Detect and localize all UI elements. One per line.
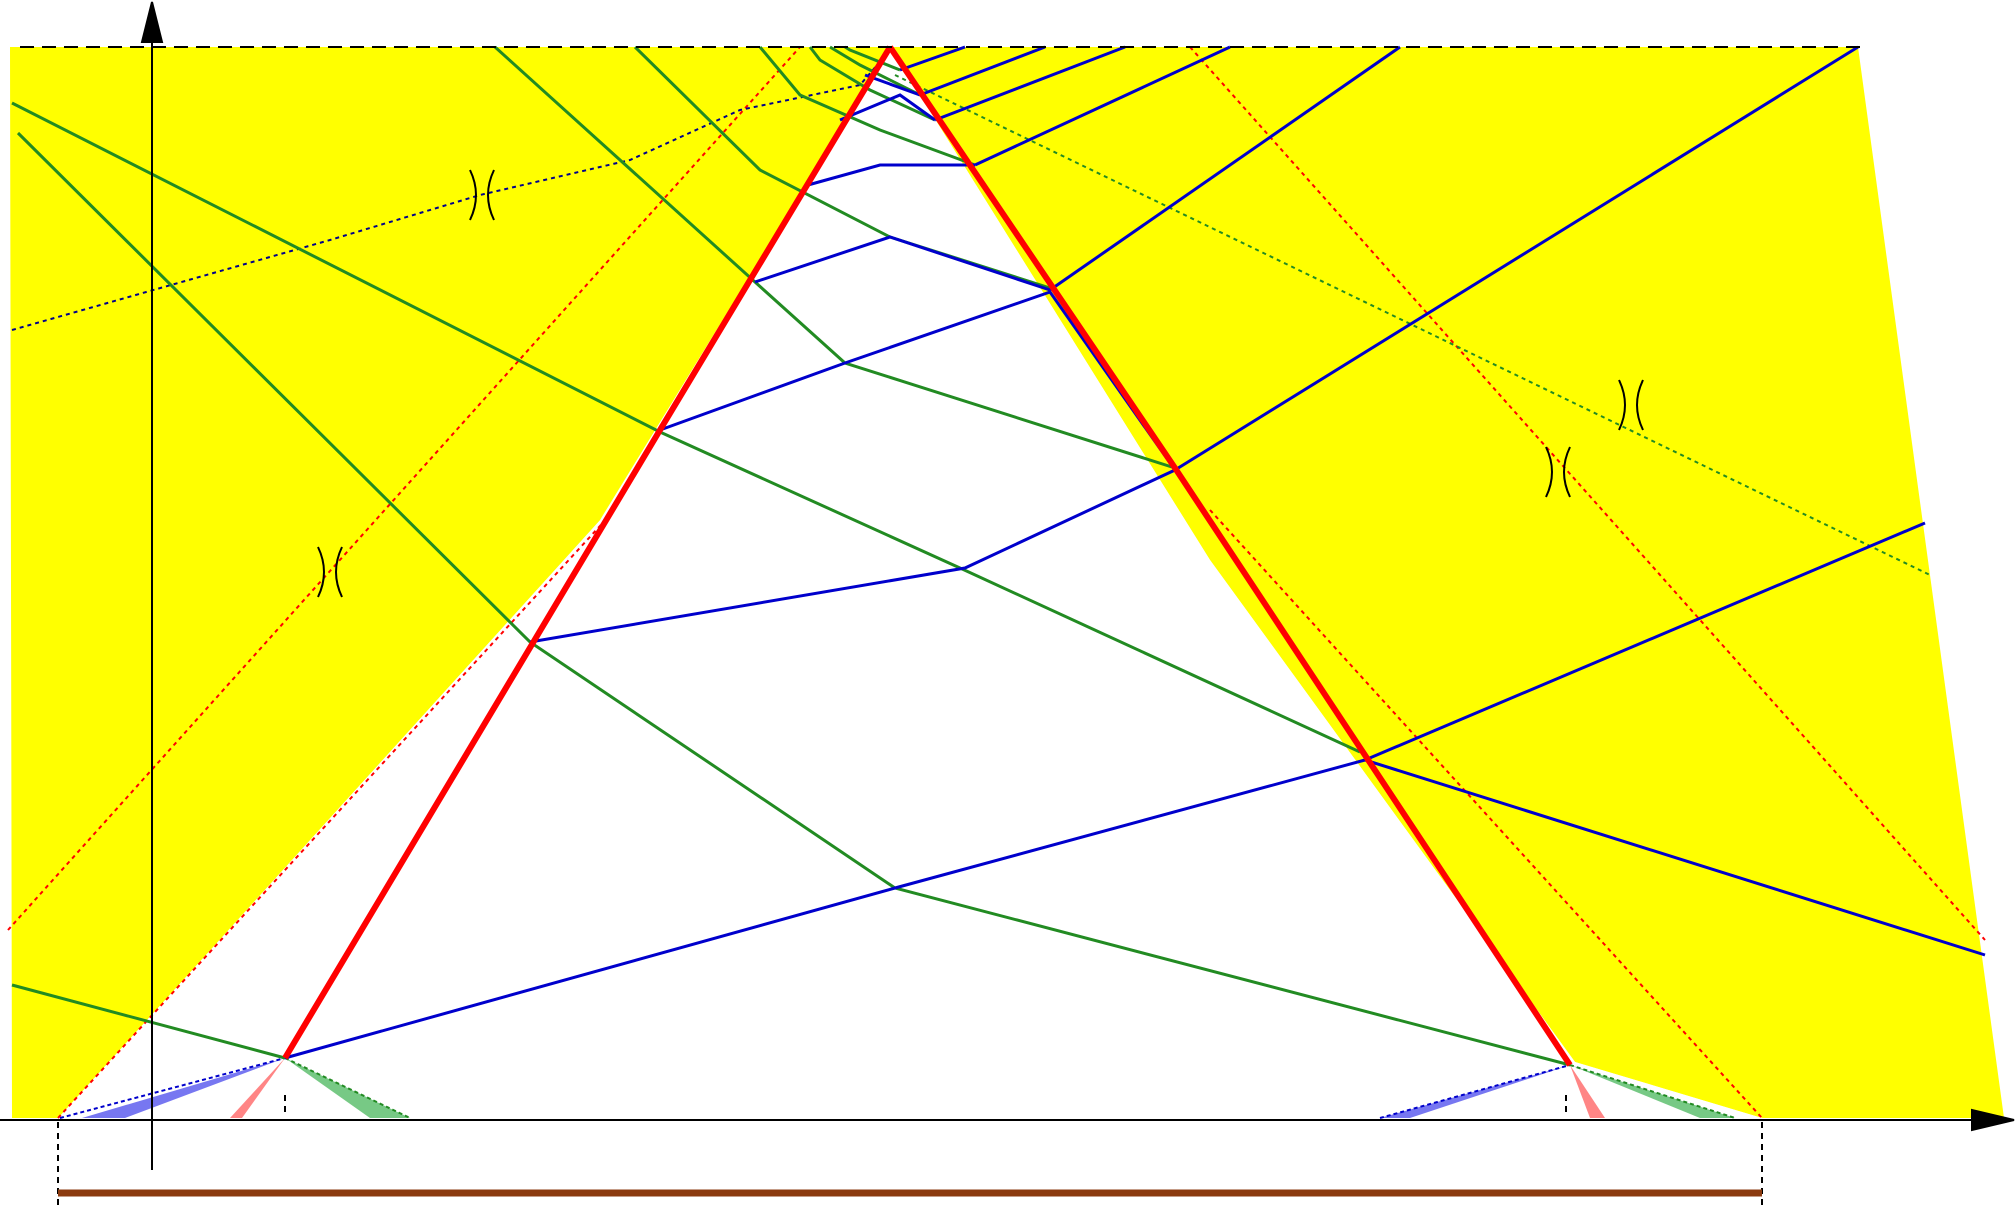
blue-line-6 [754,235,1051,292]
shock-right [887,45,1573,1067]
blue-fan-left [82,1058,285,1118]
central-white-wedge [58,47,1762,1118]
fan-edge-right-green [1569,1064,1736,1119]
cross-lower-left [317,546,343,598]
fan-edge-right-blue [1379,1064,1571,1119]
dotted-red-left-inner [57,514,611,1119]
green-line-3 [11,101,1361,754]
cross-right-upper [1618,379,1644,431]
green-line-8 [829,45,921,97]
green-fan-left [285,1058,410,1118]
t-axis-arrowhead [140,1,164,43]
blue-line-14 [899,45,966,72]
dotted-lines [7,46,1986,1119]
green-line-7 [808,46,936,122]
cross-upper-left [469,169,495,221]
blue-line-1 [284,758,1986,1060]
red-fan-left [230,1058,285,1118]
dotted-blue [11,49,891,331]
fan-edge-left-blue [59,1057,286,1119]
blue-line-10 [839,93,936,122]
axes [0,1,2015,1170]
shock-lines [282,45,1573,1067]
blue-line-11 [934,45,1126,122]
shock-left [282,45,893,1060]
cross-right-lower [1545,446,1571,498]
blue-line-3 [1364,521,1926,762]
green-line-4 [493,45,1176,470]
x-axis-arrowhead [1971,1108,2015,1132]
left-yellow-corner [12,47,800,1118]
right-shaded-region [890,47,2004,1118]
blue-line-7 [1049,45,1401,292]
blue-line-13 [919,45,1046,97]
base-fans [59,1057,1736,1119]
dotted-red-left-outer [7,46,801,931]
shaded-regions [10,47,2004,1118]
green-line-1 [11,983,286,1060]
green-line-6 [758,46,976,167]
blue-line-9 [974,45,1231,167]
crossing-marks [317,169,1644,598]
blue-line-5 [1174,45,1859,472]
dotted-red-right-inner [1209,509,1763,1119]
red-fan-right [1570,1065,1605,1118]
green-line-2 [16,131,1571,1067]
fan-edge-left-green [284,1057,411,1119]
blue-line-8 [807,163,975,187]
